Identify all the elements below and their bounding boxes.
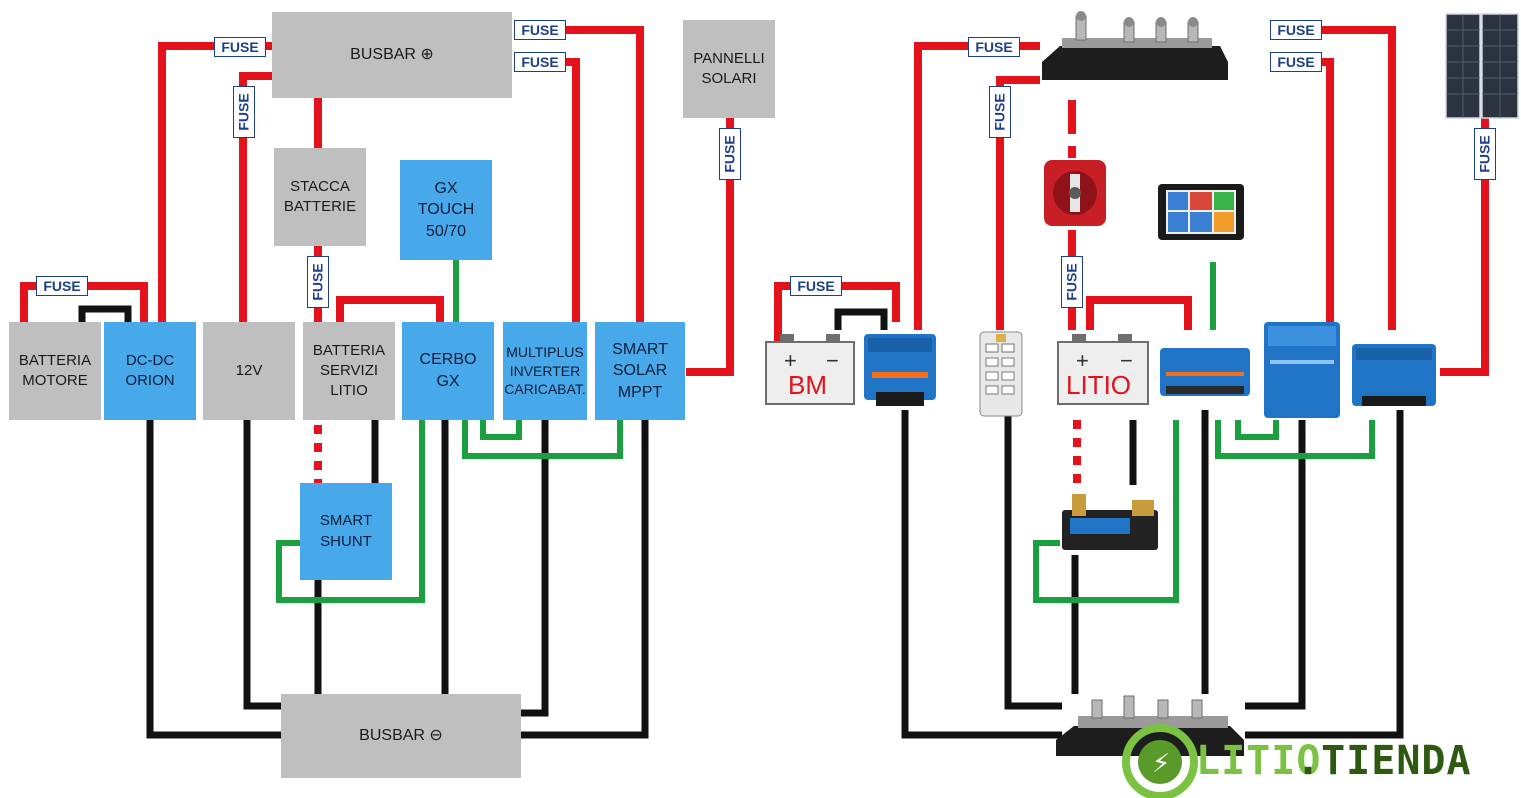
fuse-label: FUSE	[1474, 128, 1496, 180]
fuse-label: FUSE	[514, 52, 566, 72]
logo-litio: LITIO	[1196, 738, 1322, 784]
multiplus-icon	[1264, 322, 1340, 418]
svg-text:−: −	[1120, 348, 1133, 373]
cerbo-gx: CERBO GX	[402, 322, 494, 420]
battery-litio-icon: + −	[1057, 334, 1149, 405]
bm-label: BM	[788, 370, 827, 400]
stacca-batterie: STACCA BATTERIE	[274, 148, 366, 246]
left-data-wires	[276, 260, 623, 603]
right-data-wires	[1033, 262, 1375, 603]
box-12v: 12V	[203, 322, 295, 420]
pannelli-solari: PANNELLI SOLARI	[683, 20, 775, 118]
litio-label: LITIO	[1066, 370, 1132, 400]
busbar-negative: BUSBAR ⊖	[281, 694, 521, 778]
fuse-label: FUSE	[719, 128, 741, 180]
fuse-label: FUSE	[1270, 52, 1322, 72]
svg-text:−: −	[826, 348, 839, 373]
fuse-label: FUSE	[214, 37, 266, 57]
smart-shunt-icon	[1062, 494, 1158, 550]
gx-touch-display-icon	[1158, 184, 1244, 240]
logo-tienda: .TIENDA	[1296, 738, 1472, 784]
smart-solar-mppt: SMART SOLAR MPPT	[595, 322, 685, 420]
orion-dcdc-icon	[864, 334, 936, 406]
solar-panel-icon	[1445, 13, 1519, 119]
dcdc-orion: DC-DC ORION	[104, 322, 196, 420]
fuse-label: FUSE	[36, 276, 88, 296]
busbar-icon	[1042, 11, 1228, 80]
multiplus-inverter: MULTIPLUS INVERTER CARICABAT.	[503, 322, 587, 420]
batteria-servizi-litio: BATTERIA SERVIZI LITIO	[303, 322, 395, 420]
fuse-label: FUSE	[514, 20, 566, 40]
fuse-label: FUSE	[968, 37, 1020, 57]
busbar-positive: BUSBAR ⊕	[272, 12, 512, 98]
logo-emblem: ⚡	[1122, 724, 1198, 798]
fuse-label: FUSE	[989, 86, 1011, 138]
right-negative-wires	[834, 308, 1404, 739]
svg-text:+: +	[784, 348, 797, 373]
mppt-controller-icon	[1352, 344, 1436, 406]
batteria-motore: BATTERIA MOTORE	[9, 322, 101, 420]
cerbo-gx-icon	[1160, 348, 1250, 396]
fuse-label: FUSE	[790, 276, 842, 296]
busbar-icon	[1056, 695, 1244, 756]
fuse-block-icon	[979, 331, 1023, 417]
gx-touch: GX TOUCH 50/70	[400, 160, 492, 260]
fuse-label: FUSE	[233, 86, 255, 138]
fuse-label: FUSE	[1061, 256, 1083, 308]
battery-motore-icon: + −	[765, 334, 855, 405]
svg-text:⚡: ⚡	[1152, 749, 1170, 779]
smart-shunt: SMART SHUNT	[300, 483, 392, 580]
left-negative-wires	[78, 305, 649, 739]
battery-switch-icon	[1044, 160, 1106, 226]
fuse-label: FUSE	[307, 256, 329, 308]
svg-text:+: +	[1076, 348, 1089, 373]
fuse-label: FUSE	[1270, 20, 1322, 40]
